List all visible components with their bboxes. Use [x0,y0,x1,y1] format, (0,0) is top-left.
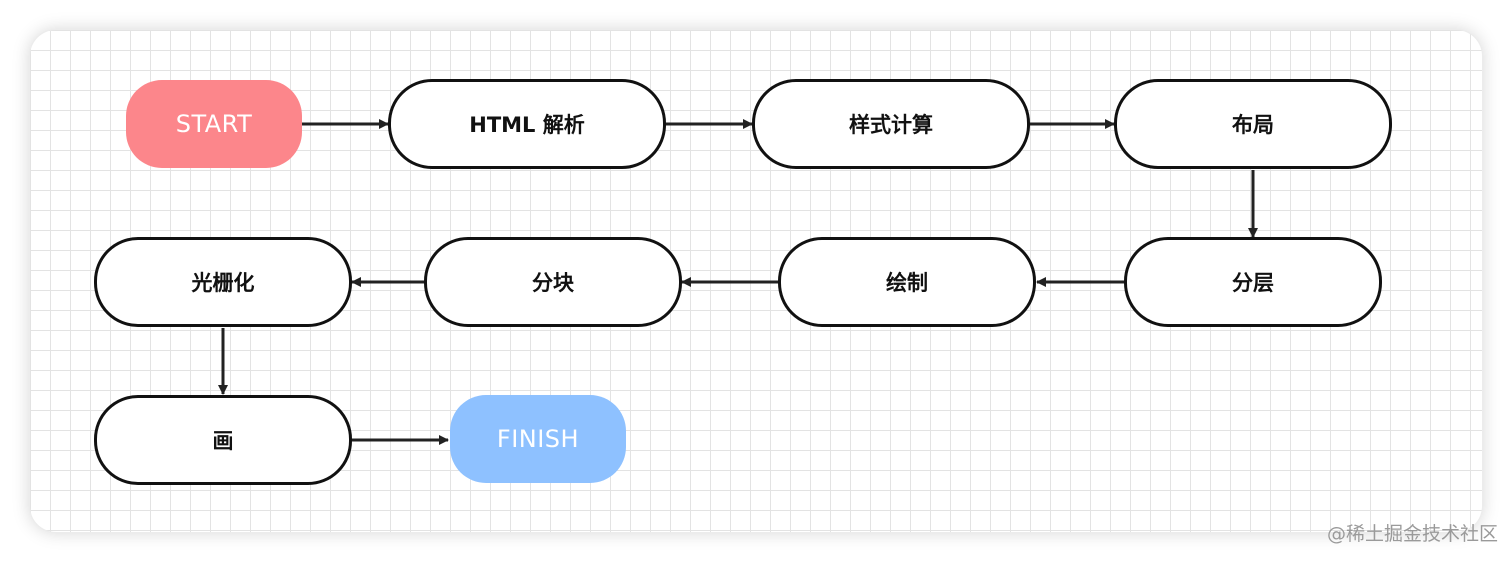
step-style-calc: 样式计算 [752,79,1030,169]
flowchart-canvas: START HTML 解析 样式计算 布局 分层 绘制 分块 光栅化 画 FIN… [30,30,1482,532]
step-raster: 光栅化 [94,237,352,327]
start-terminal: START [126,80,302,168]
step-layout: 布局 [1114,79,1392,169]
step-paint: 绘制 [778,237,1036,327]
step-html-parse: HTML 解析 [388,79,666,169]
step-tile: 分块 [424,237,682,327]
step-layer: 分层 [1124,237,1382,327]
step-draw: 画 [94,395,352,485]
watermark: @稀土掘金技术社区 [1326,523,1498,545]
finish-terminal: FINISH [450,395,626,483]
flow-arrows [218,119,1258,445]
